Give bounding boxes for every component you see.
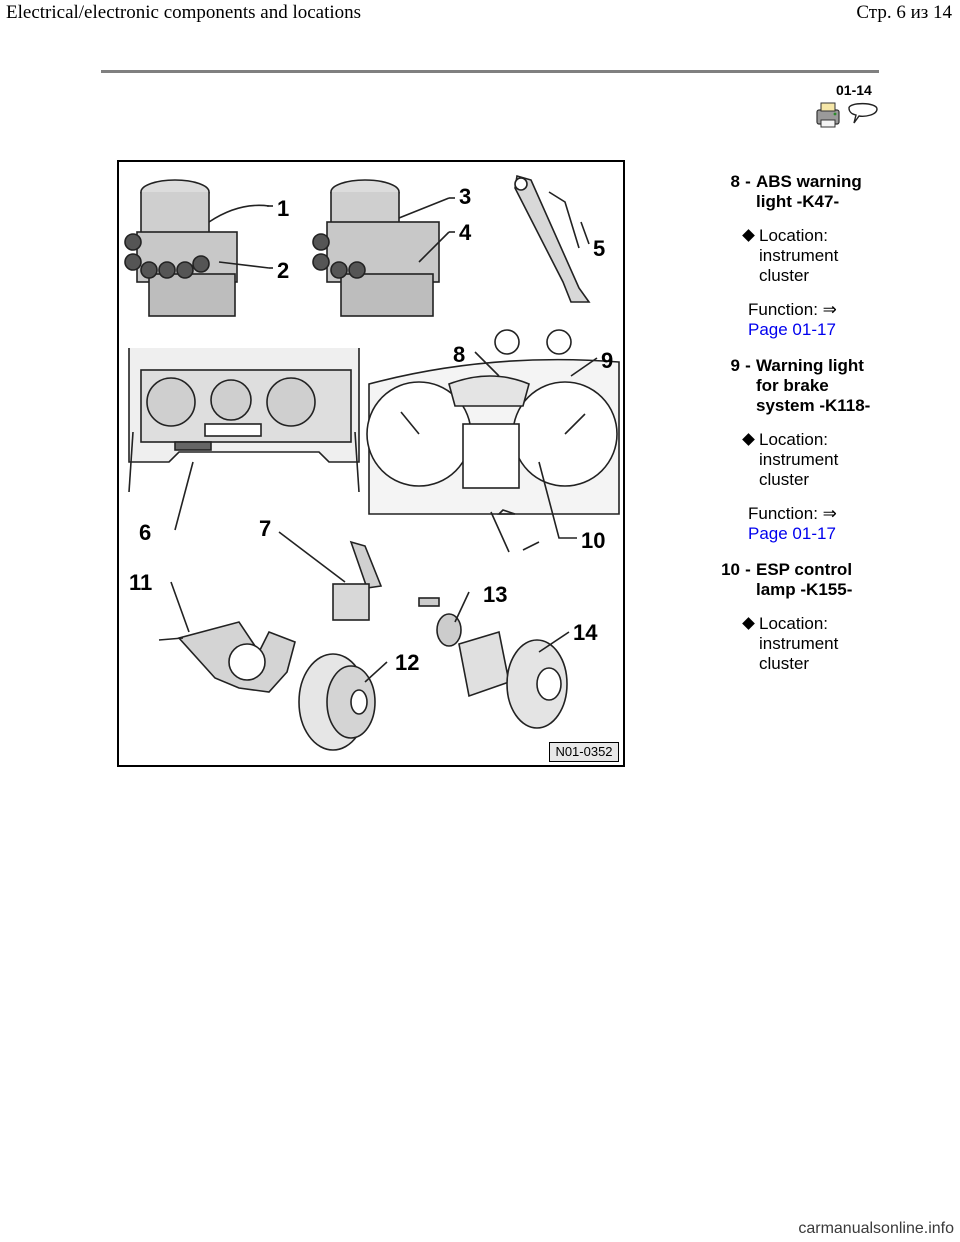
item-number: 9 (730, 356, 740, 375)
callout-14: 14 (573, 620, 598, 645)
callout-1: 1 (277, 196, 290, 221)
header-right-title: Стр. 6 из 14 (856, 2, 952, 23)
legend-item-10: 10 - ESP control lamp -K155- Location: i… (690, 560, 890, 674)
printer-icon[interactable] (816, 102, 840, 128)
diamond-icon (742, 617, 755, 630)
location-text: Location: instrument cluster (759, 226, 839, 285)
function-label: Function: ⇒ (748, 504, 837, 523)
header-left-title: Electrical/electronic components and loc… (6, 2, 362, 23)
abs-hydraulic-unit-1 (124, 179, 270, 317)
wheel-hub-14 (418, 591, 570, 729)
page-number: 01-14 (836, 82, 872, 98)
callout-13: 13 (483, 582, 508, 607)
legend-item-8: 8 - ABS warning light -K47- Location: in… (690, 172, 890, 340)
callout-4: 4 (459, 220, 472, 245)
diamond-icon (742, 433, 755, 446)
figure-drawing (124, 174, 620, 751)
callout-9: 9 (601, 348, 614, 373)
item-title: ABS warning light -K47- (756, 172, 862, 211)
callout-11: 11 (129, 570, 153, 595)
component-locations-figure: 1 2 3 4 5 6 7 8 9 10 11 12 13 14 N01-035… (117, 160, 625, 767)
dashboard-control-panel (128, 348, 360, 493)
callout-12: 12 (395, 650, 420, 675)
speed-sensor (278, 531, 383, 621)
diamond-icon (742, 229, 755, 242)
footer-watermark: carmanualsonline.info (798, 1220, 954, 1237)
callout-6: 6 (139, 520, 152, 545)
abs-hydraulic-unit-2 (312, 179, 450, 317)
item-title: ESP control lamp -K155- (756, 560, 853, 599)
function-label: Function: ⇒ (748, 300, 837, 319)
speech-bubble-icon[interactable] (848, 102, 878, 124)
location-text: Location: instrument cluster (759, 614, 839, 673)
function-reference: Function: ⇒ Page 01-17 (748, 504, 890, 544)
item-number: 10 (721, 560, 740, 579)
callout-10: 10 (581, 528, 606, 553)
legend-item-9: 9 - Warning light for brake system -K118… (690, 356, 890, 544)
function-reference: Function: ⇒ Page 01-17 (748, 300, 890, 340)
callout-3: 3 (459, 184, 472, 209)
item-title: Warning light for brake system -K118- (756, 356, 871, 415)
instrument-cluster (366, 329, 620, 553)
location-bullet: Location: instrument cluster (742, 430, 890, 490)
wheel-hub-12 (298, 653, 388, 751)
brake-pedal (514, 174, 591, 303)
callout-8: 8 (453, 342, 466, 367)
location-bullet: Location: instrument cluster (742, 226, 890, 286)
toolbar-icons (815, 100, 879, 130)
item-number: 8 (730, 172, 740, 191)
function-page-link[interactable]: Page 01-17 (748, 524, 836, 543)
callout-5: 5 (593, 236, 606, 261)
function-page-link[interactable]: Page 01-17 (748, 320, 836, 339)
figure-code: N01-0352 (549, 742, 619, 762)
location-text: Location: instrument cluster (759, 430, 839, 489)
component-legend: 8 - ABS warning light -K47- Location: in… (690, 172, 890, 690)
callout-2: 2 (277, 258, 290, 283)
callout-7: 7 (259, 516, 272, 541)
header-rule (101, 70, 879, 73)
steering-knuckle (158, 581, 296, 693)
location-bullet: Location: instrument cluster (742, 614, 890, 674)
